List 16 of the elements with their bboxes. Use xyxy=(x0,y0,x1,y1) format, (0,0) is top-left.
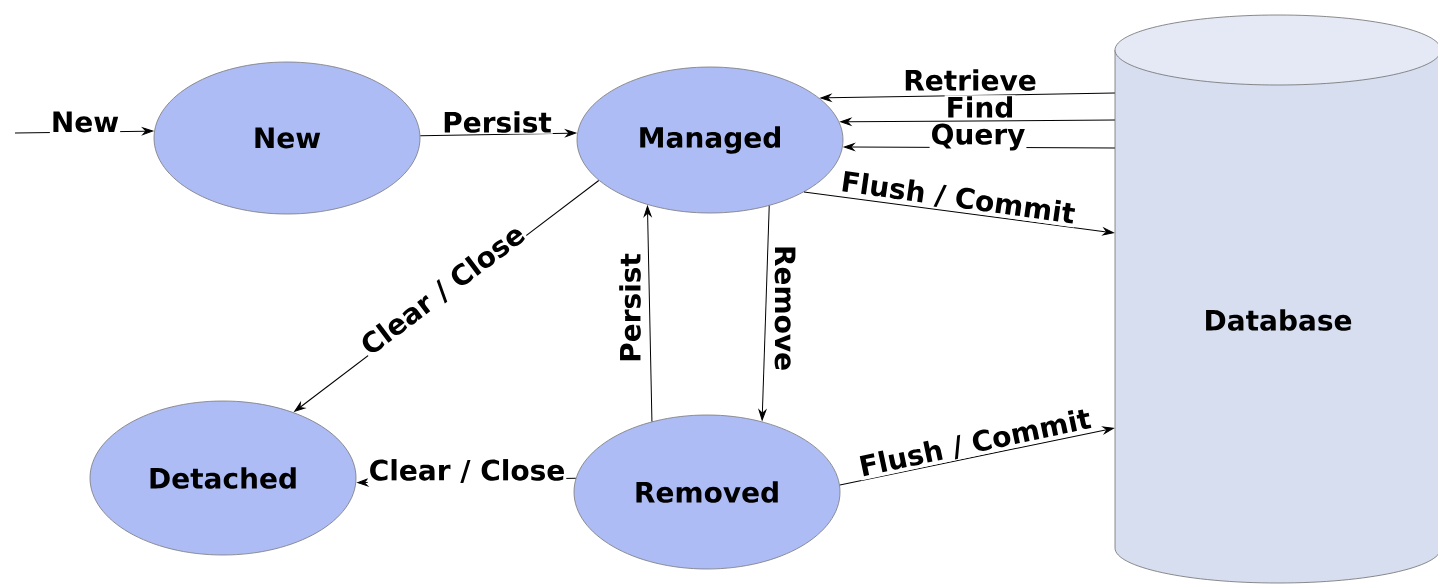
edge-label: Remove xyxy=(773,243,797,373)
edge-label: New xyxy=(49,110,121,134)
edge-label: Query xyxy=(929,122,1027,152)
edge-label: Persist xyxy=(441,110,553,134)
database-cylinder: Database xyxy=(1114,14,1438,584)
arrow xyxy=(803,191,1114,236)
edge-label: Flush / Commit xyxy=(855,405,1095,481)
arrow xyxy=(840,117,1116,126)
edge-label: Persist xyxy=(618,252,642,364)
edge-label: Find xyxy=(944,95,1016,119)
arrow xyxy=(839,426,1114,486)
arrow xyxy=(758,205,770,421)
edge-label: Flush / Commit xyxy=(838,168,1078,228)
arrow xyxy=(419,129,577,138)
edge-label: Retrieve xyxy=(902,68,1038,92)
arrow xyxy=(643,205,653,422)
